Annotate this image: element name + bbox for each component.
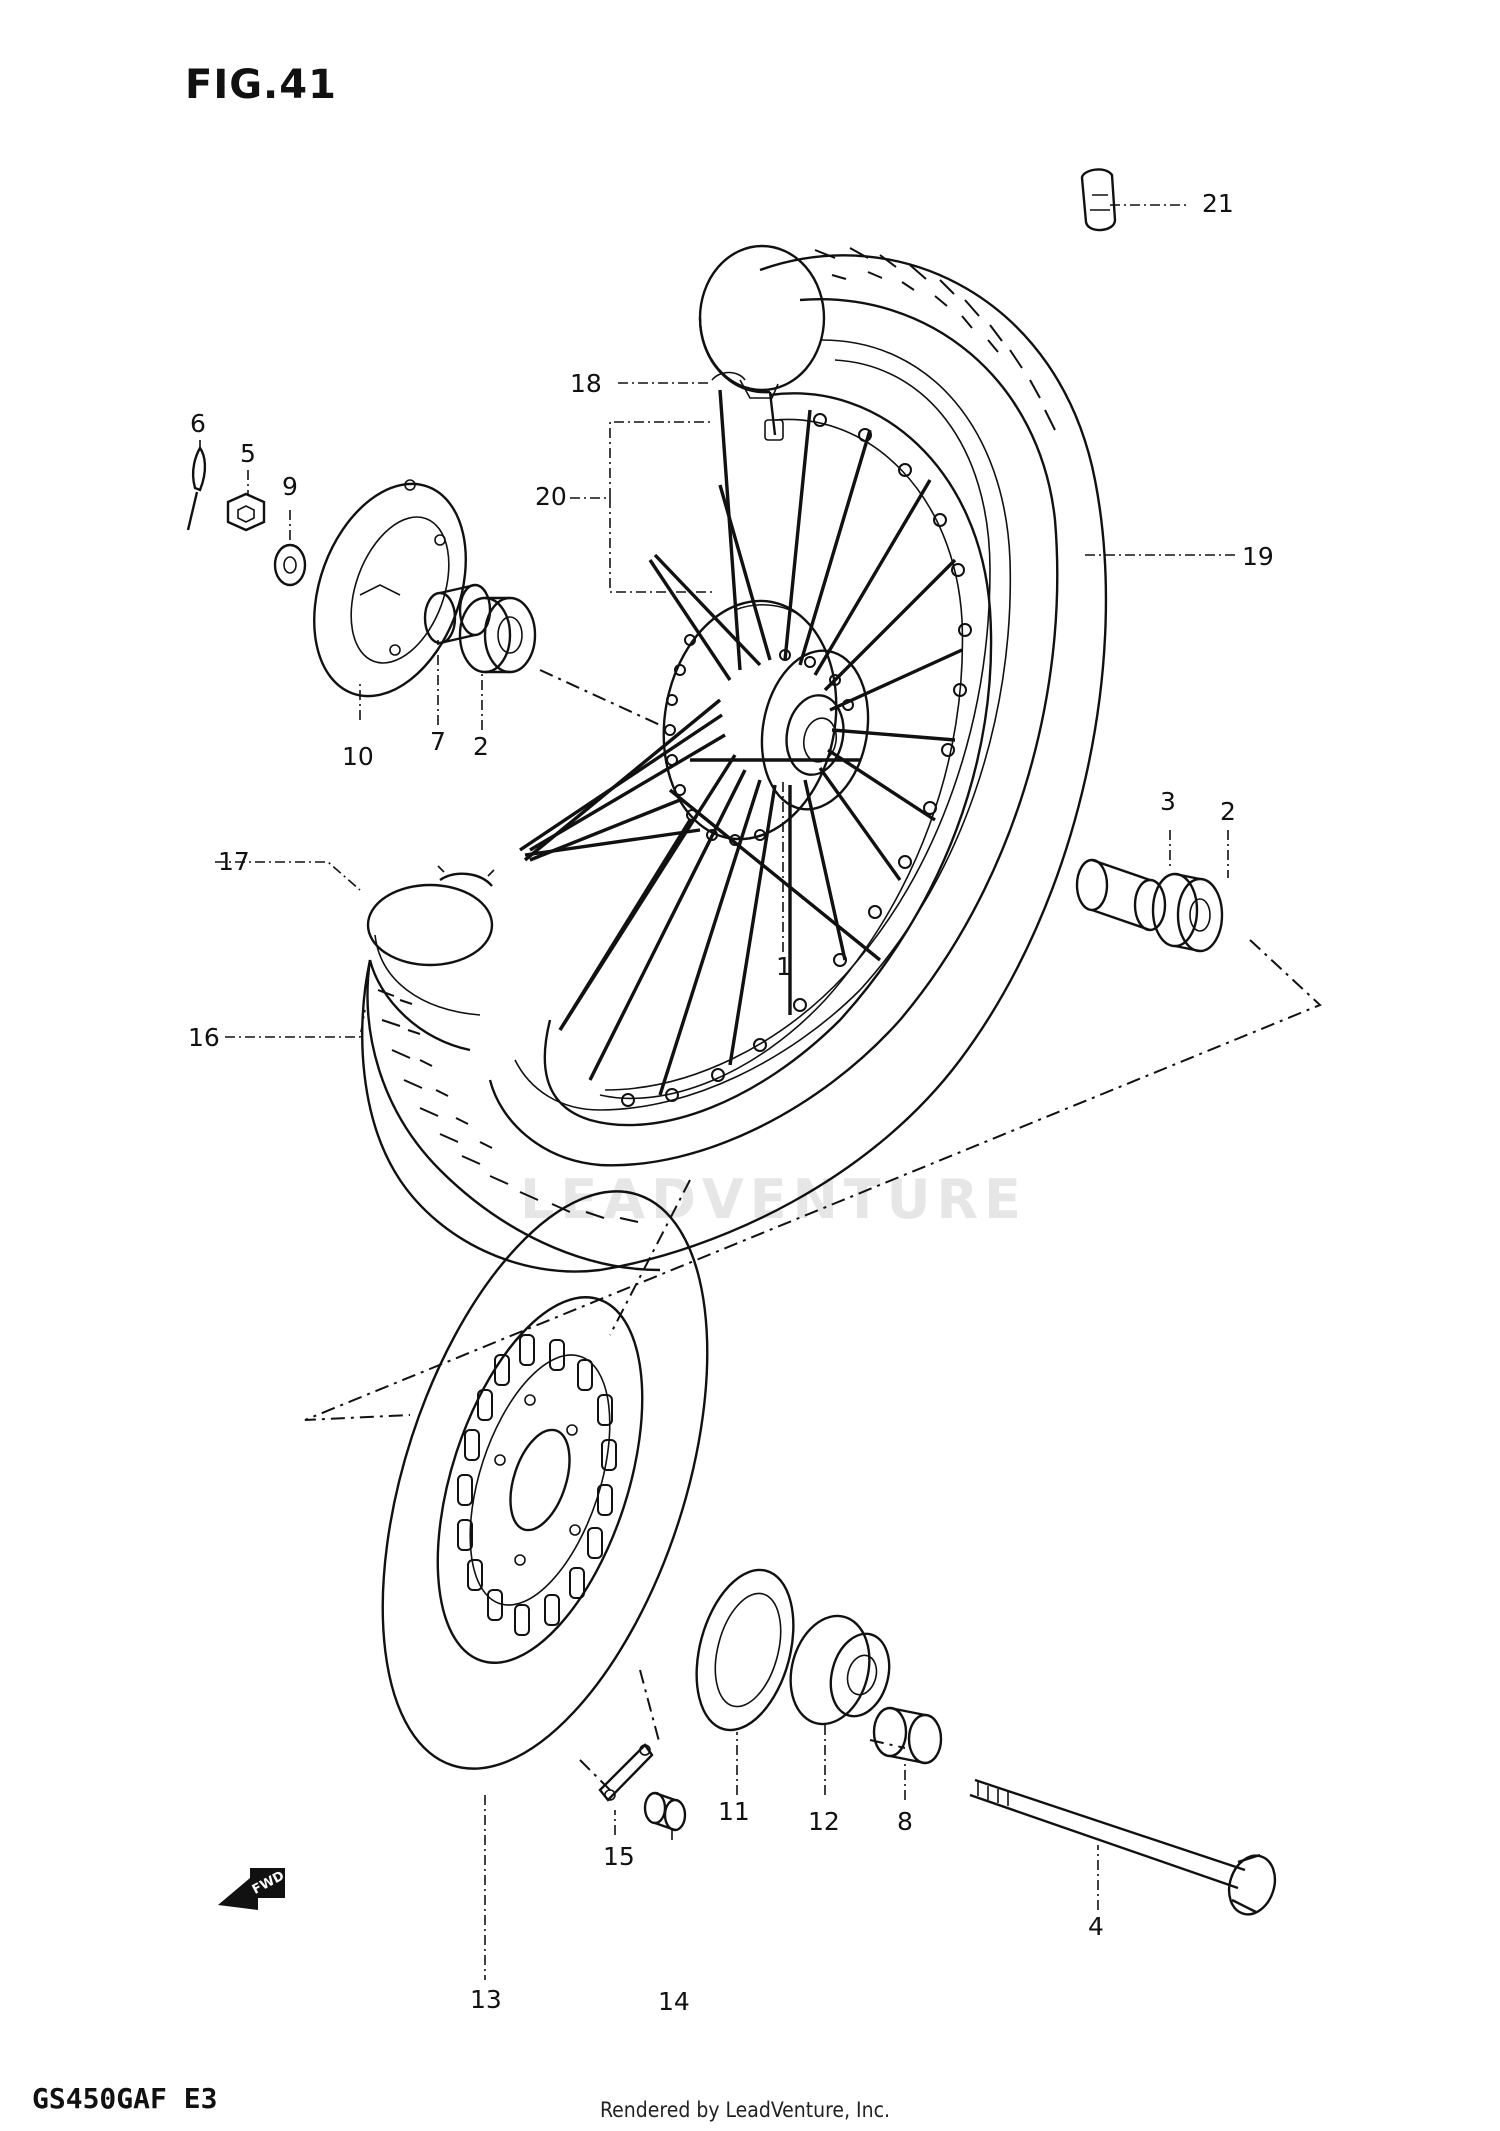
- callout-13: 13: [470, 1985, 502, 2014]
- callout-17: 17: [218, 847, 250, 876]
- dust-seal-11[interactable]: [680, 1559, 809, 1741]
- callout-8: 8: [897, 1807, 913, 1836]
- axle-4[interactable]: [969, 1778, 1282, 1920]
- callout-4: 4: [1088, 1912, 1104, 1941]
- tire-16[interactable]: [366, 883, 661, 1272]
- callout-3: 3: [1160, 787, 1176, 816]
- cotter-pin-6[interactable]: [186, 445, 207, 531]
- brake-panel-10[interactable]: [287, 463, 494, 718]
- callout-12: 12: [808, 1807, 840, 1836]
- model-code: GS450GAF E3: [32, 2082, 218, 2115]
- callout-14: 14: [658, 1987, 690, 2016]
- spacer-12[interactable]: [779, 1607, 898, 1733]
- callout-18: 18: [570, 369, 602, 398]
- footer-credit: Rendered by LeadVenture, Inc.: [600, 2098, 890, 2122]
- spokes-20[interactable]: [519, 389, 963, 1096]
- callout-5: 5: [240, 439, 256, 468]
- alignment-lines: [304, 669, 1322, 1791]
- callout-11: 11: [718, 1797, 750, 1826]
- bearing-2-left[interactable]: [458, 596, 537, 674]
- callout-20: 20: [535, 482, 567, 511]
- callout-21: 21: [1202, 189, 1234, 218]
- hub[interactable]: [645, 587, 880, 853]
- collar-8[interactable]: [872, 1706, 943, 1765]
- watermark: LEADVENTURE: [520, 1168, 1027, 1231]
- rim-band-17[interactable]: [437, 865, 495, 887]
- fwd-arrow-icon: FWD: [218, 1868, 287, 1910]
- callout-9: 9: [282, 472, 298, 501]
- axle-nut-5[interactable]: [226, 492, 266, 532]
- spacer-3[interactable]: [1075, 858, 1167, 932]
- disc-bolt-14[interactable]: [643, 1791, 687, 1832]
- lock-washer-15[interactable]: [598, 1743, 654, 1802]
- callouts: 1 2 2 3 4 5 6 7 8 9 10 11 12 13 14 15 16…: [188, 189, 1274, 2016]
- rim-1[interactable]: [543, 392, 993, 1127]
- callout-6: 6: [190, 409, 206, 438]
- spacer-7[interactable]: [423, 583, 492, 645]
- callout-16: 16: [188, 1023, 220, 1052]
- callout-10: 10: [342, 742, 374, 771]
- washer-9[interactable]: [273, 543, 307, 587]
- callout-19: 19: [1242, 542, 1274, 571]
- callout-2-right: 2: [1220, 797, 1236, 826]
- tire-section-top: [698, 244, 826, 399]
- tire-valve-18[interactable]: [711, 371, 784, 441]
- callout-1: 1: [776, 952, 792, 981]
- callout-15: 15: [603, 1842, 635, 1871]
- callout-7: 7: [430, 727, 446, 756]
- leader-lines: [199, 204, 1235, 1980]
- valve-cap-21[interactable]: [1080, 168, 1117, 232]
- bearing-2-right[interactable]: [1151, 872, 1224, 953]
- callout-2-left: 2: [473, 732, 489, 761]
- figure-title: FIG.41: [185, 62, 337, 108]
